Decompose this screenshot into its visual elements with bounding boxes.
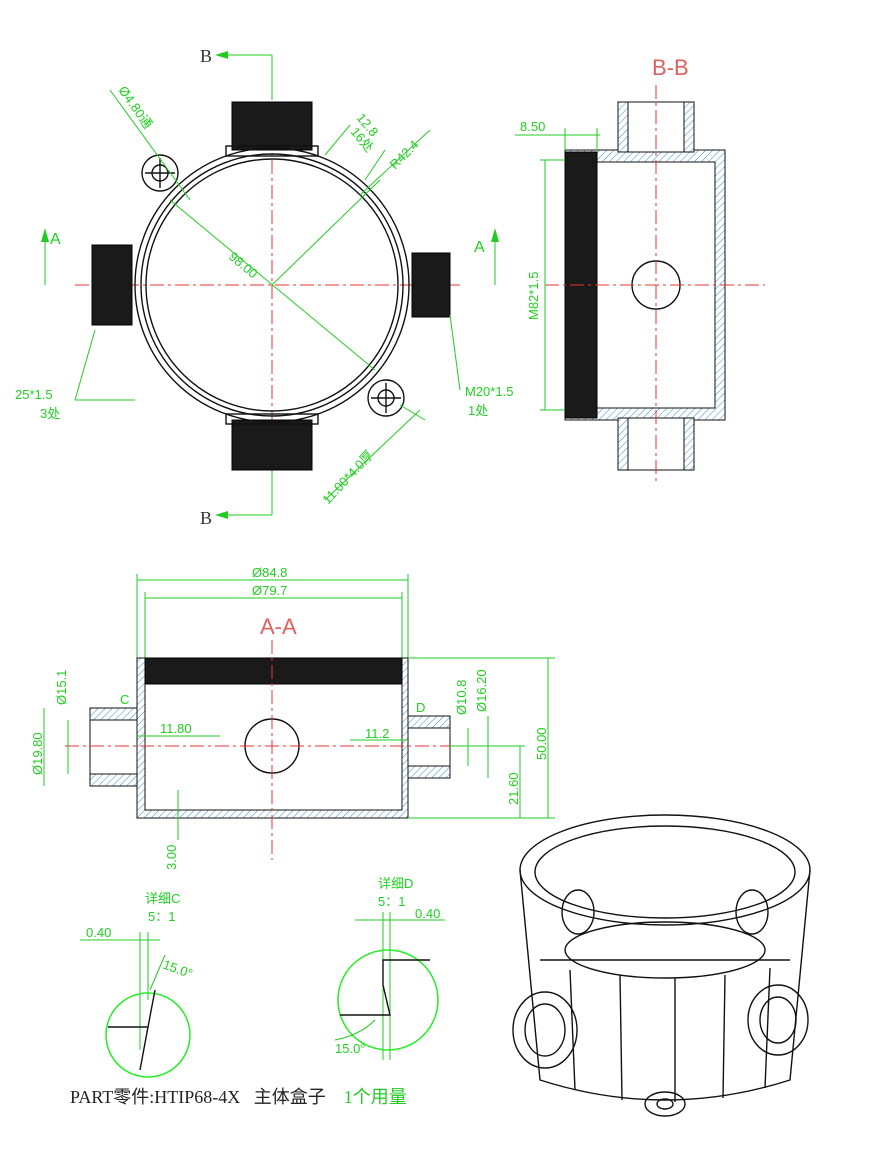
detail-c: 详细C 5：1 0.40 15.0° — [80, 891, 195, 1078]
detail-d-angle: 15.0° — [335, 1041, 366, 1056]
top-view: B B A A Ø4.80通 12.8 16处 R42.4 98.00 25*1… — [15, 46, 513, 528]
detail-c-circle — [105, 992, 191, 1078]
section-aa-title: A-A — [260, 614, 297, 639]
section-bb-title: B-B — [652, 55, 689, 80]
detail-d-circle — [337, 949, 439, 1051]
section-aa-view: A-A Ø84.8 Ø79.7 11.80 11.2 Ø15.1 Ø19.80 … — [30, 565, 555, 870]
center-height-label: 21.60 — [506, 772, 521, 805]
right-boss-inner-label: Ø10.8 — [454, 680, 469, 715]
mount-ear — [141, 154, 179, 192]
section-mark-a-left: A — [50, 231, 61, 248]
inner-dia-label: Ø79.7 — [252, 583, 287, 598]
right-boss-len-label: 11.2 — [365, 726, 389, 741]
detail-c-scale: 5：1 — [148, 909, 175, 924]
part-footer: PART零件:HTIP68-4X 主体盒子 1个用量 — [70, 1083, 407, 1109]
diagonal-label: 98.00 — [226, 249, 261, 281]
right-thread-boss — [411, 252, 451, 318]
part-name: 主体盒子 — [253, 1087, 326, 1107]
floor-label: 3.00 — [164, 845, 179, 870]
left-thread-boss — [91, 244, 133, 326]
thread-left-count: 3处 — [40, 406, 60, 421]
internal-thread — [144, 657, 403, 685]
mount-ear — [367, 379, 405, 417]
iso-boss-left — [512, 991, 578, 1069]
detail-d: 详细D 5：1 0.40 15.0° — [334, 876, 445, 1060]
outer-dia-label: Ø84.8 — [252, 565, 287, 580]
section-mark-b-top: B — [200, 46, 212, 66]
isometric-view — [512, 814, 811, 1117]
section-mark-a-right: A — [474, 239, 485, 256]
section-bb-view: B-B 8.50 M82*1.5 — [515, 55, 765, 485]
hole-dia-label: Ø4.80通 — [116, 83, 156, 131]
part-number: PART零件:HTIP68-4X — [70, 1087, 241, 1107]
detail-d-mark: D — [416, 700, 425, 715]
bottom-thread-boss — [231, 419, 313, 471]
section-mark-b-bottom: B — [200, 508, 212, 528]
iso-boss-right — [747, 984, 809, 1056]
thread-right-label: M20*1.5 — [465, 384, 513, 399]
thread-right-count: 1处 — [468, 403, 488, 418]
detail-c-title: 详细C — [145, 891, 180, 906]
detail-d-offset: 0.40 — [415, 906, 440, 921]
detail-c-offset: 0.40 — [86, 925, 111, 940]
right-boss-outer-label: Ø16.20 — [474, 669, 489, 712]
thread-left-label: 25*1.5 — [15, 387, 53, 402]
thread-dim-label: M82*1.5 — [526, 272, 541, 320]
left-boss-inner-label: Ø15.1 — [54, 670, 69, 705]
left-boss-outer-label: Ø19.80 — [30, 732, 45, 775]
outer-wall — [134, 147, 410, 423]
detail-c-angle: 15.0° — [161, 957, 195, 982]
height-label: 50.00 — [534, 727, 549, 760]
top-thread-boss — [231, 101, 313, 151]
detail-d-title: 详细D — [378, 876, 413, 891]
detail-d-scale: 5：1 — [378, 894, 405, 909]
ear-size-label: 11.00*4.0厚 — [319, 447, 376, 507]
part-quantity: 1个用量 — [343, 1087, 407, 1107]
detail-c-mark: C — [120, 692, 129, 707]
left-boss-len-label: 11.80 — [160, 721, 192, 736]
wall-dim-label: 8.50 — [520, 119, 545, 134]
